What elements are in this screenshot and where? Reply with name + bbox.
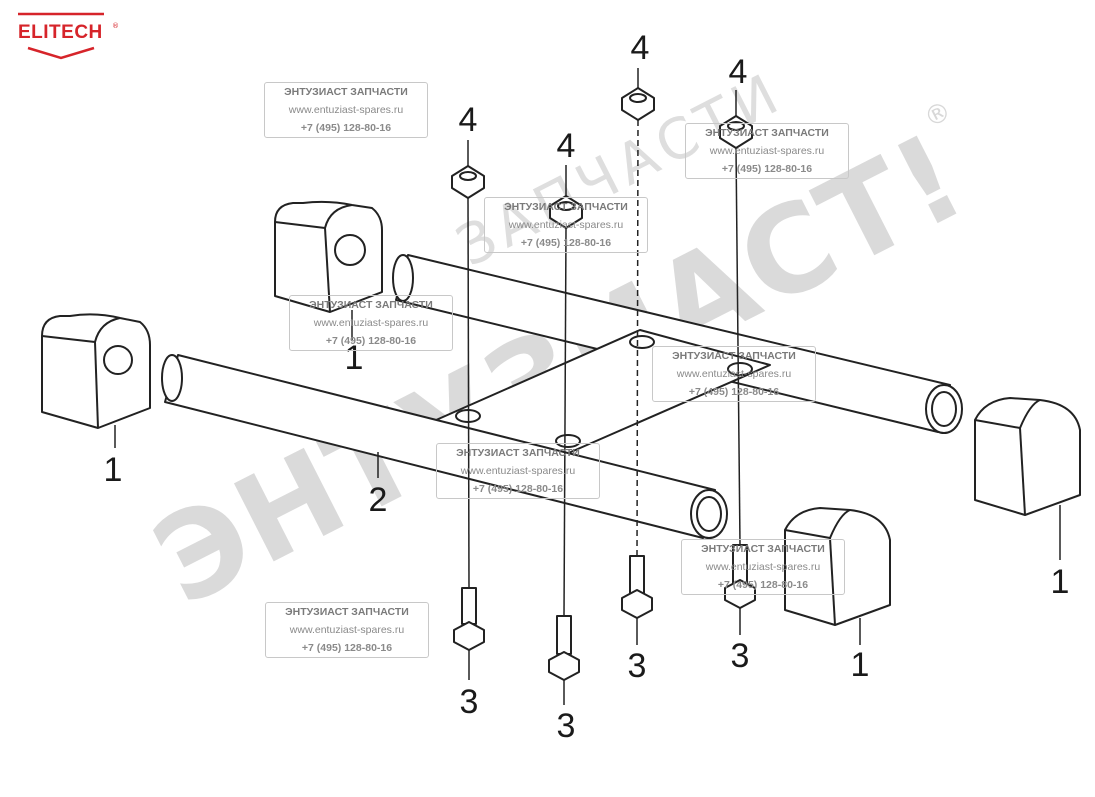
watermark-title: ЭНТУЗИАСТ ЗАПЧАСТИ [701, 543, 825, 555]
watermark-title: ЭНТУЗИАСТ ЗАПЧАСТИ [456, 447, 580, 459]
watermark-site: www.entuziast-spares.ru [288, 104, 404, 116]
callout-1-right-rear: 1 [1050, 563, 1070, 601]
tube-front [161, 354, 728, 539]
watermark-site: www.entuziast-spares.ru [676, 368, 792, 380]
watermark-box: ЭНТУЗИАСТ ЗАПЧАСТИ www.entuziast-spares.… [265, 602, 429, 658]
watermark-title: ЭНТУЗИАСТ ЗАПЧАСТИ [504, 201, 628, 213]
bushing-left-front [41, 313, 151, 429]
watermark-box: ЭНТУЗИАСТ ЗАПЧАСТИ www.entuziast-spares.… [436, 443, 600, 499]
watermark-site: www.entuziast-spares.ru [313, 317, 429, 329]
bushing-right-front [784, 507, 891, 626]
watermark-phone: +7 (495) 128-80-16 [520, 237, 612, 249]
callout-3-bolt-3: 3 [627, 647, 647, 685]
watermark-title: ЭНТУЗИАСТ ЗАПЧАСТИ [284, 86, 408, 98]
mounting-plate [417, 329, 771, 463]
bushing-left-rear [274, 200, 383, 313]
callout-1-left-rear: 1 [344, 339, 364, 377]
watermark-site: www.entuziast-spares.ru [709, 145, 825, 157]
callout-4-nut-1: 4 [458, 101, 478, 139]
bolt-1 [453, 587, 485, 651]
callout-3-bolt-2: 3 [556, 707, 576, 745]
watermark-phone: +7 (495) 128-80-16 [472, 483, 564, 495]
watermark-site: www.entuziast-spares.ru [289, 624, 405, 636]
watermark-site: www.entuziast-spares.ru [460, 465, 576, 477]
watermark-title: ЭНТУЗИАСТ ЗАПЧАСТИ [672, 350, 796, 362]
watermark-box: ЭНТУЗИАСТ ЗАПЧАСТИ www.entuziast-spares.… [652, 346, 816, 402]
callout-1-left-front: 1 [103, 451, 123, 489]
callout-1-right-front: 1 [850, 646, 870, 684]
watermark-box: ЭНТУЗИАСТ ЗАПЧАСТИ www.entuziast-spares.… [264, 82, 428, 138]
callout-3-bolt-4: 3 [730, 637, 750, 675]
nut-3 [621, 87, 655, 121]
watermark-box: ЭНТУЗИАСТ ЗАПЧАСТИ www.entuziast-spares.… [685, 123, 849, 179]
watermark-box: ЭНТУЗИАСТ ЗАПЧАСТИ www.entuziast-spares.… [484, 197, 648, 253]
watermark-phone: +7 (495) 128-80-16 [325, 335, 417, 347]
bolt-2 [548, 615, 580, 681]
logo-text: ELITECH [18, 22, 103, 43]
watermark-box: ЭНТУЗИАСТ ЗАПЧАСТИ www.entuziast-spares.… [681, 539, 845, 595]
bushing-right-rear [974, 397, 1081, 516]
watermark-box: ЭНТУЗИАСТ ЗАПЧАСТИ www.entuziast-spares.… [289, 295, 453, 351]
logo-reg-mark: ® [112, 22, 119, 30]
watermark-phone: +7 (495) 128-80-16 [300, 122, 392, 134]
watermark-title: ЭНТУЗИАСТ ЗАПЧАСТИ [705, 127, 829, 139]
callout-4-nut-2: 4 [556, 127, 576, 165]
nut-2 [549, 195, 583, 229]
watermark-phone: +7 (495) 128-80-16 [717, 579, 809, 591]
nut-1 [451, 165, 485, 199]
elitech-logo: ELITECH ® [12, 10, 119, 62]
watermark-phone: +7 (495) 128-80-16 [301, 642, 393, 654]
watermark-site: www.entuziast-spares.ru [705, 561, 821, 573]
watermark-title: ЭНТУЗИАСТ ЗАПЧАСТИ [285, 606, 409, 618]
callout-3-bolt-1: 3 [459, 683, 479, 721]
callout-4-nut-4: 4 [728, 53, 748, 91]
watermark-site: www.entuziast-spares.ru [508, 219, 624, 231]
callout-4-nut-3: 4 [630, 29, 650, 67]
logo-triangle-icon [18, 12, 104, 60]
watermark-title: ЭНТУЗИАСТ ЗАПЧАСТИ [309, 299, 433, 311]
bolt-3 [621, 555, 653, 619]
callout-2-tube: 2 [368, 481, 388, 519]
watermark-phone: +7 (495) 128-80-16 [721, 163, 813, 175]
watermark-phone: +7 (495) 128-80-16 [688, 386, 780, 398]
